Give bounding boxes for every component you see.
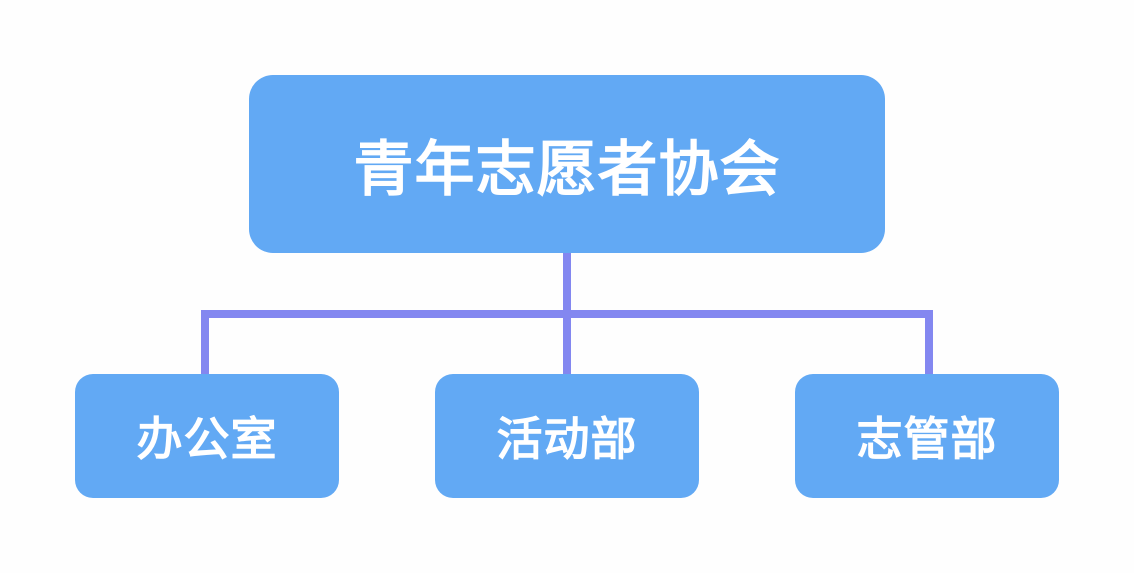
child-node-label: 办公室 xyxy=(136,412,278,466)
child-node-label: 活动部 xyxy=(496,412,638,466)
root-node-label: 青年志愿者协会 xyxy=(353,134,781,205)
child-node-volunteer-management: 志管部 xyxy=(795,374,1059,498)
child-node-office: 办公室 xyxy=(75,374,339,498)
child-node-activities: 活动部 xyxy=(435,374,699,498)
child-node-label: 志管部 xyxy=(856,412,998,466)
root-node-volunteer-association: 青年志愿者协会 xyxy=(249,75,885,253)
